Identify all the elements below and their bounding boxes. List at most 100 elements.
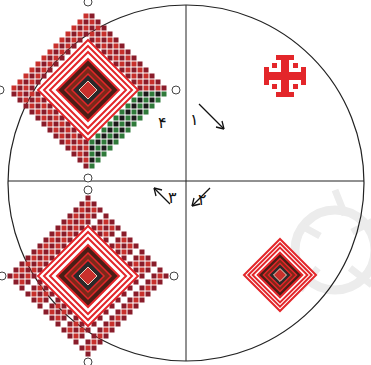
stitch — [84, 358, 92, 365]
stitch — [14, 280, 19, 285]
stitch — [26, 256, 31, 261]
stitch — [80, 214, 85, 219]
stitch — [162, 92, 167, 97]
stitch — [66, 44, 71, 49]
diamond-line — [253, 248, 308, 303]
stitch — [126, 128, 131, 133]
stitch — [54, 50, 59, 55]
stitch — [128, 250, 133, 255]
stitch — [126, 116, 131, 121]
stitch — [120, 122, 125, 127]
stitch — [172, 86, 180, 94]
stitch — [158, 274, 163, 279]
stitch — [116, 226, 121, 231]
stitch — [150, 74, 155, 79]
stitch — [66, 134, 71, 139]
stitch — [30, 80, 35, 85]
stitch — [68, 328, 73, 333]
stitch — [38, 298, 43, 303]
stitch — [74, 214, 79, 219]
stitch — [126, 56, 131, 61]
stitch — [44, 298, 49, 303]
stitch — [0, 86, 4, 94]
stitch — [62, 238, 67, 243]
stitch — [164, 274, 169, 279]
stitch — [108, 122, 113, 127]
stitch — [90, 158, 95, 163]
stitch — [114, 116, 119, 121]
stitch — [86, 328, 91, 333]
stitch — [12, 92, 17, 97]
stitch — [138, 68, 143, 73]
stitch — [78, 158, 83, 163]
stitch — [138, 74, 143, 79]
stitch — [102, 32, 107, 37]
stitch — [122, 244, 127, 249]
stitch — [132, 98, 137, 103]
stitch — [48, 122, 53, 127]
stitch — [152, 262, 157, 267]
stitch — [92, 208, 97, 213]
stitch — [110, 316, 115, 321]
stitch — [126, 104, 131, 109]
stitch — [84, 186, 92, 194]
stitch — [104, 220, 109, 225]
stitch — [0, 272, 6, 280]
stitch — [126, 122, 131, 127]
stitch — [108, 134, 113, 139]
stitch — [108, 32, 113, 37]
stitch — [20, 286, 25, 291]
stitch — [60, 122, 65, 127]
stitch — [66, 140, 71, 145]
stitch — [42, 68, 47, 73]
stitch — [110, 220, 115, 225]
stitch — [72, 26, 77, 31]
stitch — [68, 226, 73, 231]
stitch — [86, 208, 91, 213]
stitch — [36, 74, 41, 79]
stitch — [42, 122, 47, 127]
diamond-line — [274, 269, 287, 282]
callout-number: ۲ — [198, 192, 207, 208]
stitch — [78, 152, 83, 157]
stitch — [80, 346, 85, 351]
stitch — [74, 328, 79, 333]
stitch — [96, 26, 101, 31]
stitch — [54, 62, 59, 67]
stitch — [134, 292, 139, 297]
diamond-line — [65, 67, 111, 113]
stitch — [32, 250, 37, 255]
stitch — [18, 92, 23, 97]
stitch — [20, 262, 25, 267]
stitch — [138, 104, 143, 109]
stitch — [116, 238, 121, 243]
stitch — [86, 196, 91, 201]
stitch — [150, 98, 155, 103]
stitch — [74, 220, 79, 225]
stitch — [98, 340, 103, 345]
stitch — [48, 62, 53, 67]
diamond-line — [57, 59, 119, 121]
stitch — [14, 274, 19, 279]
stitch — [110, 322, 115, 327]
stitch — [144, 110, 149, 115]
stitch — [20, 268, 25, 273]
stitch — [44, 250, 49, 255]
stitch — [140, 268, 145, 273]
stitch — [120, 50, 125, 55]
stitch — [138, 98, 143, 103]
stitch — [128, 304, 133, 309]
stitch — [36, 104, 41, 109]
stitch — [72, 140, 77, 145]
stitch — [140, 286, 145, 291]
stitch — [134, 262, 139, 267]
stitch — [122, 250, 127, 255]
stitch — [30, 86, 35, 91]
stitch — [44, 310, 49, 315]
stitch — [104, 334, 109, 339]
stitch — [108, 38, 113, 43]
stitch — [50, 244, 55, 249]
stitch — [26, 280, 31, 285]
diamond-line — [65, 253, 111, 299]
stitch — [56, 304, 61, 309]
